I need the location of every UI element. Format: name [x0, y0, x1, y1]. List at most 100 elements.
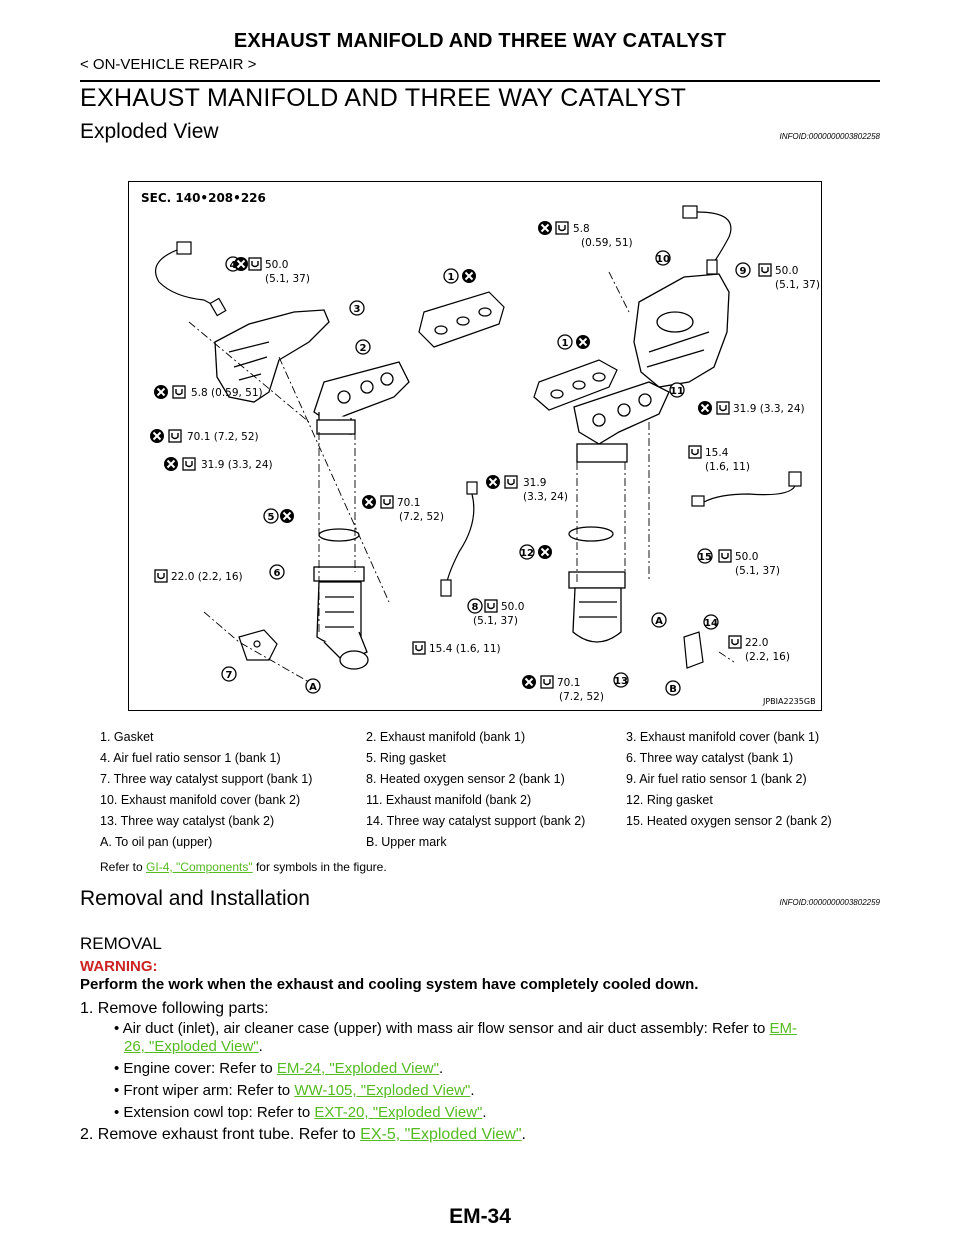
step-2: 2. Remove exhaust front tube. Refer to E… — [80, 1126, 526, 1144]
svg-text:10: 10 — [656, 254, 670, 265]
link-em-26[interactable]: EM- — [769, 1020, 798, 1037]
svg-text:1: 1 — [562, 338, 569, 349]
svg-text:15.4 (1.6, 11): 15.4 (1.6, 11) — [429, 643, 501, 655]
page-header-title: EXHAUST MANIFOLD AND THREE WAY CATALYST — [233, 30, 727, 52]
svg-text:15: 15 — [698, 552, 712, 563]
exploded-view-info-id: INFOID:0000000003802258 — [779, 132, 880, 141]
legend-item: 3. Exhaust manifold cover (bank 1) — [626, 730, 820, 744]
svg-text:(7.2, 52): (7.2, 52) — [399, 511, 444, 523]
svg-text:5.8 (0.59, 51): 5.8 (0.59, 51) — [191, 387, 263, 399]
callout-13: 13 — [613, 672, 629, 688]
callout-6: 6 — [269, 564, 285, 580]
legend-row: 13. Three way catalyst (bank 2) 14. Thre… — [100, 814, 860, 835]
svg-text:A: A — [655, 616, 663, 627]
link-em-24[interactable]: EM-24, "Exploded View" — [276, 1060, 439, 1077]
callout-3: 3 — [349, 300, 365, 316]
three-way-catalyst-support-bank1 — [238, 629, 278, 661]
torque-label-t1: 5.8 (0.59, 51) — [537, 220, 633, 249]
bullet-end: . — [482, 1104, 487, 1121]
torque-label-t6: 70.1 (7.2, 52) — [149, 428, 259, 444]
legend-item: 5. Ring gasket — [366, 751, 446, 765]
svg-text:12: 12 — [520, 548, 534, 559]
breadcrumb: < ON-VEHICLE REPAIR > — [80, 56, 257, 73]
callout-9: 9 — [735, 262, 751, 278]
bullet-air-duct: • Air duct (inlet), air cleaner case (up… — [114, 1020, 884, 1056]
legend-item: 11. Exhaust manifold (bank 2) — [366, 793, 532, 807]
torque-label-t11: 50.0 (5.1, 37) — [718, 549, 780, 577]
torque-label-t10: 70.1 (7.2, 52) — [361, 494, 444, 523]
bullet-wiper-arm: • Front wiper arm: Refer to WW-105, "Exp… — [114, 1082, 475, 1099]
warning-label: WARNING: — [80, 958, 158, 975]
torque-label-t3: 50.0 (5.1, 37) — [758, 263, 820, 291]
svg-text:A: A — [309, 682, 317, 693]
svg-text:13: 13 — [614, 676, 628, 687]
callout-7: 7 — [221, 666, 237, 682]
three-way-catalyst-bank2 — [568, 526, 626, 643]
three-way-catalyst-bank1 — [313, 528, 369, 670]
callout-a2: A — [651, 612, 667, 628]
gasket-bank2 — [533, 359, 618, 411]
callout-10: 10 — [655, 250, 671, 266]
torque-label-t12: 22.0 (2.2, 16) — [154, 569, 243, 583]
legend-row: 1. Gasket 2. Exhaust manifold (bank 1) 3… — [100, 730, 860, 751]
callout-b: B — [665, 680, 681, 696]
legend-item: 14. Three way catalyst support (bank 2) — [366, 814, 586, 828]
legend-item: 13. Three way catalyst (bank 2) — [100, 814, 275, 828]
header-divider — [80, 80, 880, 82]
legend-item: 7. Three way catalyst support (bank 1) — [100, 772, 313, 786]
legend-row: A. To oil pan (upper) B. Upper mark — [100, 835, 860, 856]
svg-text:70.1: 70.1 — [557, 677, 580, 689]
callout-12: 12 — [519, 544, 553, 560]
parts-legend: 1. Gasket 2. Exhaust manifold (bank 1) 3… — [100, 730, 860, 856]
link-em-26-cont[interactable]: 26, "Exploded View" — [124, 1038, 259, 1055]
legend-row: 4. Air fuel ratio sensor 1 (bank 1) 5. R… — [100, 751, 860, 772]
svg-text:1: 1 — [448, 272, 455, 283]
bullet-text: • Air duct (inlet), air cleaner case (up… — [114, 1020, 770, 1037]
legend-row: 7. Three way catalyst support (bank 1) 8… — [100, 772, 860, 793]
page-number: EM-34 — [449, 1205, 511, 1228]
three-way-catalyst-support-bank2 — [683, 631, 704, 669]
legend-item: 1. Gasket — [100, 730, 154, 744]
svg-text:15.4: 15.4 — [705, 447, 729, 459]
svg-text:50.0: 50.0 — [265, 259, 288, 271]
svg-text:(1.6, 11): (1.6, 11) — [705, 461, 750, 473]
air-fuel-ratio-sensor-bank1 — [155, 241, 227, 317]
page-header: EXHAUST MANIFOLD AND THREE WAY CATALYST … — [80, 30, 880, 82]
legend-item: 6. Three way catalyst (bank 1) — [626, 751, 794, 765]
svg-text:14: 14 — [704, 618, 718, 629]
legend-item: 10. Exhaust manifold cover (bank 2) — [100, 793, 301, 807]
heated-oxygen-sensor-bank1 — [440, 481, 478, 597]
removal-heading: REMOVAL — [80, 934, 162, 953]
assembly-lines — [188, 271, 735, 683]
torque-label-t7: 15.4 (1.6, 11) — [688, 445, 750, 473]
svg-text:22.0 (2.2, 16): 22.0 (2.2, 16) — [171, 571, 243, 583]
svg-text:50.0: 50.0 — [501, 601, 524, 613]
bullet-cowl-top: • Extension cowl top: Refer to EXT-20, "… — [114, 1104, 487, 1121]
refer-suffix: for symbols in the figure. — [252, 860, 387, 874]
callout-5: 5 — [263, 508, 295, 524]
air-fuel-ratio-sensor-bank2 — [682, 205, 732, 275]
svg-text:(3.3, 24): (3.3, 24) — [523, 491, 568, 503]
torque-label-t9: 31.9 (3.3, 24) — [485, 474, 568, 503]
link-ww-105[interactable]: WW-105, "Exploded View" — [294, 1082, 471, 1099]
link-gi-4-components[interactable]: GI-4, "Components" — [146, 860, 253, 874]
legend-item: 8. Heated oxygen sensor 2 (bank 1) — [366, 772, 565, 786]
legend-item: 12. Ring gasket — [626, 793, 713, 807]
link-ex-5[interactable]: EX-5, "Exploded View" — [360, 1126, 522, 1143]
svg-text:4: 4 — [230, 260, 237, 271]
bullet-text: • Engine cover: Refer to — [114, 1060, 277, 1077]
torque-label-t2: 50.0 (5.1, 37) — [248, 257, 310, 285]
svg-text:70.1 (7.2, 52): 70.1 (7.2, 52) — [187, 431, 259, 443]
exploded-view-title: Exploded View — [80, 120, 219, 143]
callout-2: 2 — [355, 339, 371, 355]
callout-11: 11 — [669, 382, 685, 398]
bullet-end: . — [258, 1038, 263, 1055]
legend-item: 15. Heated oxygen sensor 2 (bank 2) — [626, 814, 832, 828]
warning-text: Perform the work when the exhaust and co… — [80, 976, 699, 993]
legend-item: 9. Air fuel ratio sensor 1 (bank 2) — [626, 772, 807, 786]
svg-text:7: 7 — [226, 670, 233, 681]
callout-15: 15 — [697, 548, 713, 564]
exhaust-manifold-bank1 — [313, 361, 410, 435]
link-ext-20[interactable]: EXT-20, "Exploded View" — [314, 1104, 483, 1121]
svg-text:50.0: 50.0 — [735, 551, 758, 563]
